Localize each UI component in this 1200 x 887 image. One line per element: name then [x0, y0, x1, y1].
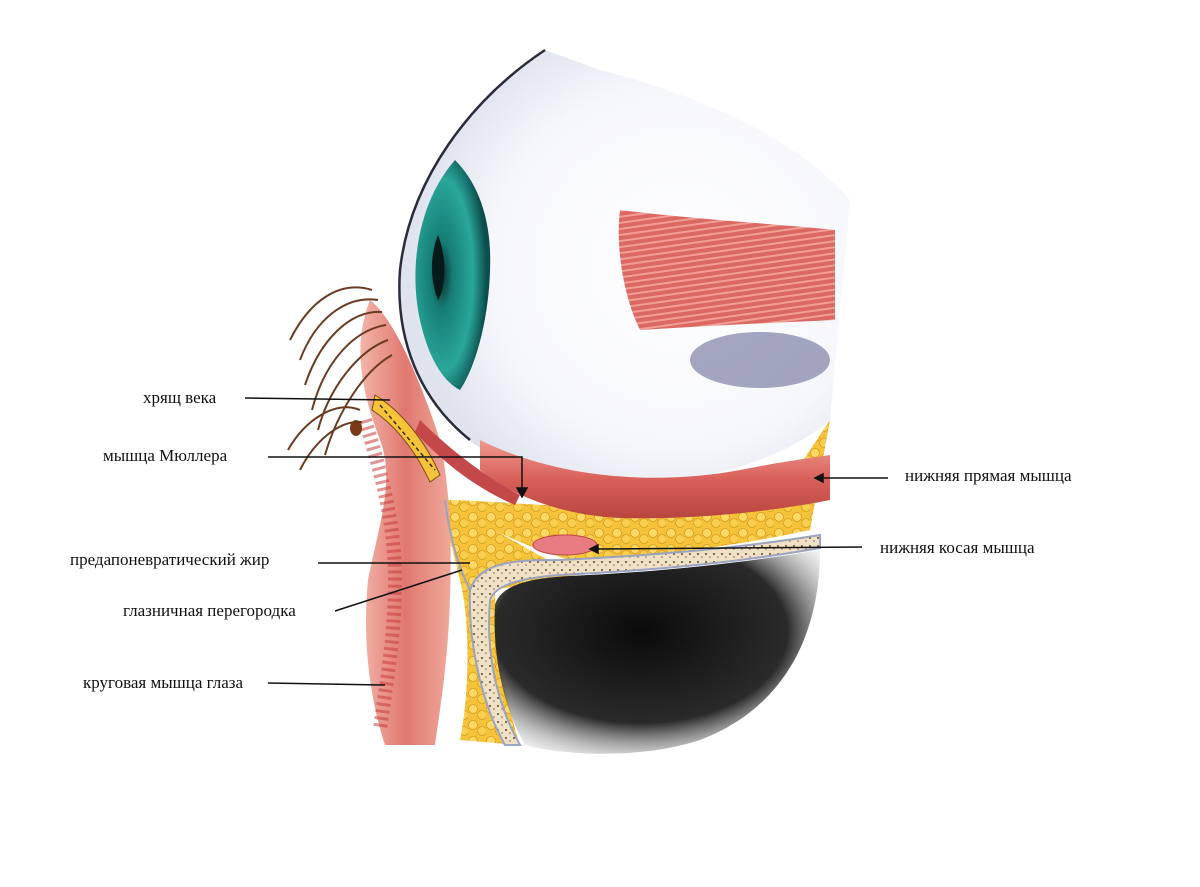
- eyelashes: [287, 286, 393, 471]
- label-orbital-septum: глазничная перегородка: [123, 601, 296, 620]
- label-orbicularis-oculi: круговая мышца глаза: [83, 673, 244, 692]
- label-inferior-rectus: нижняя прямая мышца: [905, 466, 1072, 485]
- inferior-rectus-shape: [480, 440, 830, 519]
- eyeball: [398, 48, 850, 484]
- leader-lines: [244, 397, 888, 686]
- label-tarsus: хрящ века: [143, 388, 217, 407]
- inferior-oblique-shape: [532, 534, 598, 556]
- label-inferior-oblique: нижняя косая мышца: [880, 538, 1035, 557]
- label-preaponeurotic-fat: предапоневратический жир: [70, 550, 270, 569]
- label-muller-muscle: мышца Мюллера: [103, 446, 228, 465]
- orbital-floor: [468, 533, 821, 754]
- lower-eyelid: [350, 300, 520, 745]
